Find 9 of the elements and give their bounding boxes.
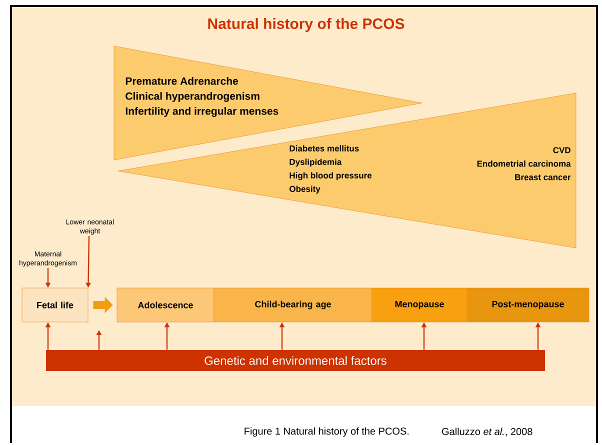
stage-box: Child-bearing age (214, 288, 372, 322)
stage-box: Adolescence (116, 288, 214, 322)
stage-box: Post-menopause (466, 288, 590, 322)
caption: Figure 1 Natural history of the PCOS. (244, 427, 409, 437)
title: Natural history of the PCOS (208, 18, 404, 32)
stage-box: Fetal life (22, 288, 88, 322)
citation: Galluzzo et al., 2008 (442, 428, 532, 436)
stage-box: Menopause (372, 288, 468, 322)
factor-bar: Genetic and environmental factors (46, 350, 545, 371)
